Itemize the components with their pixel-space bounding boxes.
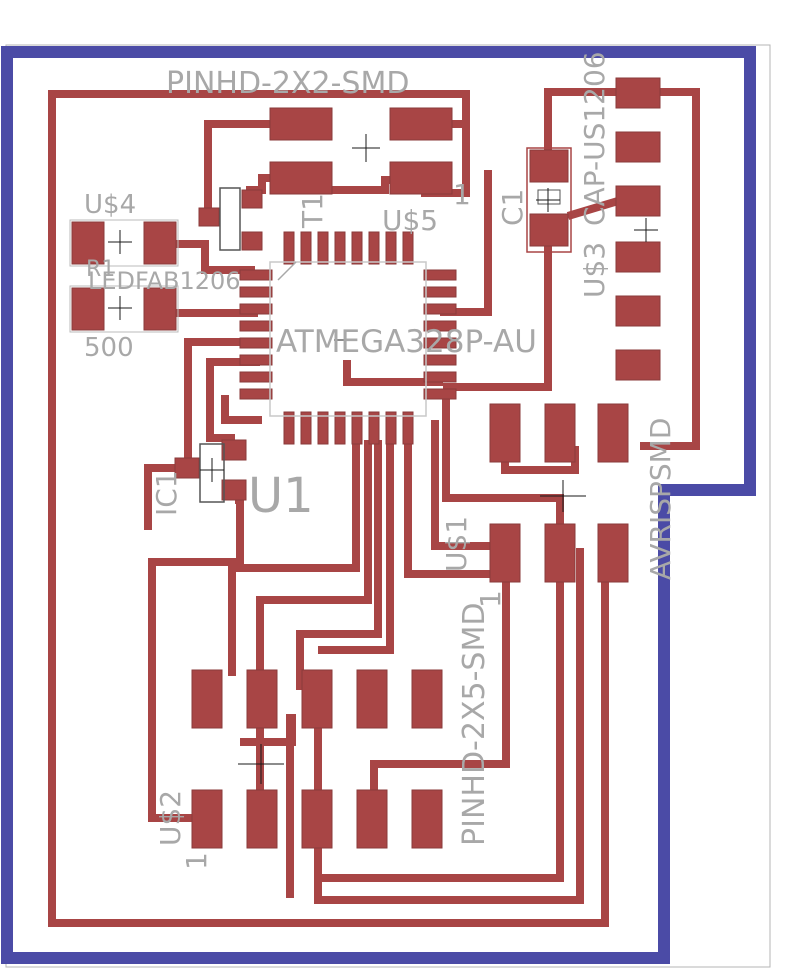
trace-header-ring	[204, 120, 290, 216]
pad-u3-4	[615, 241, 661, 273]
label-500: 500	[84, 333, 134, 363]
label-pinhd-2x5: PINHD-2X5-SMD	[457, 603, 492, 846]
label-us1: U$1	[440, 516, 473, 572]
c1-body	[537, 189, 561, 205]
label-us3: U$3	[578, 242, 611, 298]
label-pin1-mid: 1	[474, 590, 507, 608]
trace-mcu-bus	[343, 360, 443, 386]
mcu-pins-bottom	[283, 411, 414, 445]
label-r1: R1	[86, 257, 115, 282]
pad-t1-c	[241, 231, 263, 251]
trace-ic1-out	[148, 496, 244, 822]
pad-u3-5	[615, 295, 661, 327]
led-outline	[69, 219, 179, 267]
pad-led-1	[71, 221, 105, 265]
trace-led-route	[165, 240, 255, 274]
pad-led-2	[143, 221, 177, 265]
trace-pin-a	[228, 440, 360, 676]
mcu-pin1-mark	[277, 261, 297, 281]
label-us2: U$2	[154, 790, 187, 846]
pad-header2x2-2	[389, 107, 453, 141]
pad-r1-1	[71, 287, 105, 331]
trace-c1-top	[544, 88, 640, 168]
pad-ic1-2	[221, 439, 247, 461]
trace-left-loop	[184, 338, 258, 470]
pad-hdr-bot-5	[411, 789, 443, 849]
label-avrisp: AVRISPSMD	[644, 418, 677, 580]
pad-u3-3	[615, 185, 661, 217]
pad-ic1-1	[174, 457, 200, 479]
pad-avr-1	[489, 403, 521, 463]
label-ic1: IC1	[150, 470, 183, 516]
c1-outline	[526, 147, 572, 253]
pad-header2x2-1	[269, 107, 333, 141]
pad-hdr-top-5	[411, 669, 443, 729]
mcu-body	[269, 261, 427, 417]
label-ledfab: LEDFAB1206	[88, 267, 241, 295]
pads	[71, 77, 661, 849]
label-cap: CAP-US1206	[578, 51, 611, 226]
trace-c1-bottom	[443, 244, 552, 391]
pad-u3-1	[615, 77, 661, 109]
mcu-pins-left	[239, 269, 273, 400]
label-pin1-top: 1	[453, 178, 471, 211]
pad-avr-6	[597, 523, 629, 583]
label-c1: C1	[496, 189, 529, 226]
pad-r1-2	[143, 287, 177, 331]
pad-hdr-bot-3	[301, 789, 333, 849]
pad-avr-4	[489, 523, 521, 583]
label-atmega: ATMEGA328P-AU	[276, 324, 537, 360]
pad-header2x2-3	[269, 161, 333, 195]
label-pin1-bot: 1	[180, 852, 213, 870]
r1-outline	[69, 285, 179, 333]
label-t1: T1	[296, 193, 329, 229]
label-us4: U$4	[84, 190, 136, 220]
board-outline	[1, 46, 756, 964]
crosshairs	[108, 134, 658, 784]
t1-outline	[219, 187, 241, 251]
label-u1: U1	[248, 468, 314, 524]
label-us5: U$5	[382, 204, 438, 237]
ic1-outline	[199, 443, 225, 503]
pad-ic1-3	[221, 479, 247, 501]
trace-pin-d	[318, 440, 394, 654]
mcu-pins-right	[423, 269, 457, 400]
pad-avr-2	[544, 403, 576, 463]
trace-mcu-down2	[431, 420, 505, 550]
trace-outer-loop	[48, 90, 609, 927]
trace-left-inner2	[221, 395, 262, 424]
pad-u3-2	[615, 131, 661, 163]
trace-left-inner	[206, 358, 260, 442]
traces	[48, 88, 700, 927]
pad-t1-a	[198, 207, 220, 227]
trace-ic1-left	[144, 464, 178, 530]
pad-hdr-bot-4	[356, 789, 388, 849]
trace-mcu-down	[442, 390, 564, 548]
trace-pin-e	[404, 440, 490, 578]
pad-t1-b	[241, 189, 263, 209]
pad-hdr-top-2	[246, 669, 278, 729]
pad-hdr-bot-1	[191, 789, 223, 849]
trace-pin-c	[296, 440, 382, 690]
pad-hdr-top-3	[301, 669, 333, 729]
pad-header2x2-4	[389, 161, 453, 195]
pad-c1-2	[529, 213, 569, 247]
pad-hdr-bot-2	[246, 789, 278, 849]
pad-avr-5	[544, 523, 576, 583]
label-pinhd-2x2: PINHD-2X2-SMD	[166, 66, 409, 101]
pad-c1-1	[529, 149, 569, 183]
pad-avr-3	[597, 403, 629, 463]
pad-hdr-top-1	[191, 669, 223, 729]
trace-right-column	[640, 88, 700, 450]
pad-u3-6	[615, 349, 661, 381]
pad-hdr-top-4	[356, 669, 388, 729]
mcu-pins-top	[283, 231, 414, 265]
